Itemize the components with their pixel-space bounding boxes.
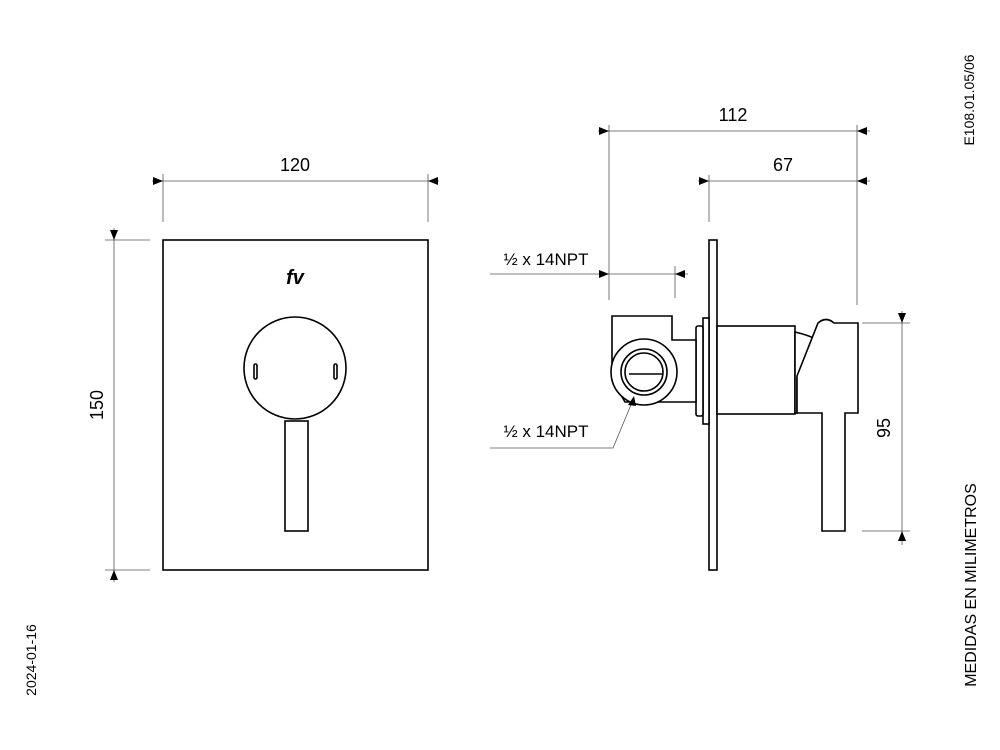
collar-outer	[702, 317, 710, 425]
arrowhead	[110, 230, 118, 240]
front-view: fv 120 150	[87, 155, 439, 582]
thread-leader-line	[490, 399, 634, 449]
arrowhead	[153, 177, 163, 185]
total-depth-dimension: 112	[719, 105, 748, 125]
arrowhead	[628, 396, 636, 406]
arrowhead	[599, 127, 609, 135]
side-plate	[708, 239, 718, 571]
projection-dimension: 67	[773, 155, 793, 175]
arrowhead	[699, 177, 709, 185]
lever-handle	[284, 420, 309, 532]
inlet-thread-label-top: ½ x 14NPT	[503, 250, 588, 269]
arrowhead	[599, 270, 609, 278]
side-lever	[796, 318, 859, 532]
inlet-bore	[624, 352, 664, 392]
lever-height-dimension: 95	[874, 418, 894, 438]
knob	[243, 316, 347, 420]
height-dimension: 150	[87, 390, 107, 420]
width-dimension: 120	[280, 155, 310, 175]
arrowhead	[857, 177, 867, 185]
knob-slot-left	[253, 363, 258, 380]
inlet-thread-label-bottom: ½ x 14NPT	[503, 422, 588, 441]
arrowhead	[898, 531, 906, 541]
arrowhead	[898, 313, 906, 323]
units-note: MEDIDAS EN MILIMETROS	[963, 483, 980, 687]
collar-inner	[695, 325, 704, 417]
arrowhead	[857, 127, 867, 135]
drawing-date: 2024-01-16	[23, 624, 39, 696]
arrowhead	[428, 177, 438, 185]
knob-slot-right	[333, 363, 338, 380]
side-view: 112 67 ½ x 14NPT ½ x 14NPT 95	[490, 105, 910, 571]
valve-body	[716, 325, 796, 415]
arrowhead	[675, 270, 685, 278]
drawing-code: E108.01.05/06	[961, 54, 977, 145]
arrowhead	[110, 570, 118, 580]
fv-logo: fv	[286, 267, 306, 289]
